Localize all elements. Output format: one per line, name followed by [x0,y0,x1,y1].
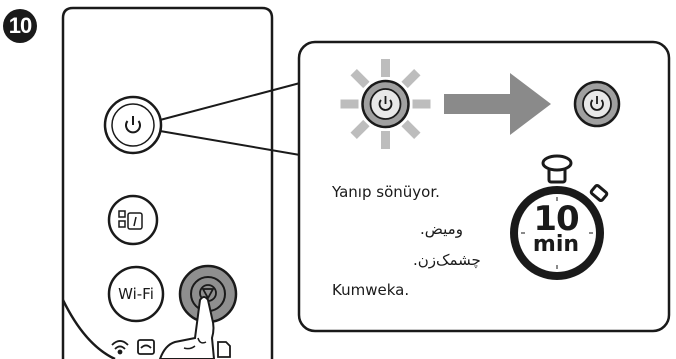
timer-value: 10 [533,199,579,239]
panel-power-button [103,95,163,155]
wifi-button-label: Wi-Fi [118,285,154,303]
transition-arrow [444,73,551,135]
steady-power-indicator [573,80,621,128]
timer-unit: min [532,232,580,257]
control-panel [61,6,274,359]
label-blinking-persian: چشمک‌زن. [413,251,481,269]
blink-rays [340,59,431,149]
paper-icon [217,341,231,358]
network-status-icon [118,210,143,230]
power-icon [125,116,141,134]
power-icon [590,96,604,111]
label-blinking-swahili: Kumweka. [332,281,410,299]
step-number-badge: 10 [3,9,37,43]
blinking-power-indicator [340,59,431,149]
hand-icon [158,296,216,359]
wifi-icon [111,340,129,355]
wifi-button [107,265,165,323]
network-status-button [107,194,159,246]
stopwatch-icon [510,154,609,280]
power-icon [378,96,393,111]
label-blinking-turkish: Yanıp sönüyor. [332,183,440,201]
timer-duration: 10 min [516,202,596,256]
label-blinking-arabic: وميض. [420,220,463,238]
wifi-direct-icon [137,339,155,355]
